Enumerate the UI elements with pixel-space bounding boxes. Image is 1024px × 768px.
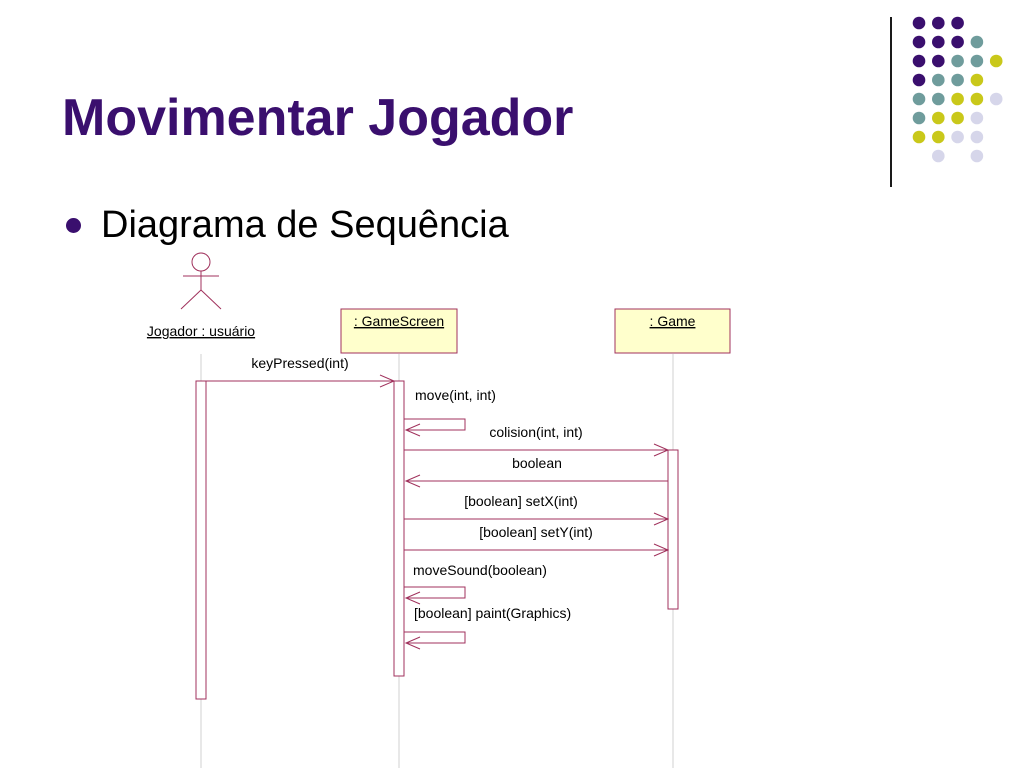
object-box-gamescreen (340, 308, 458, 354)
decor-dot (989, 92, 1003, 106)
decor-dot (951, 35, 964, 49)
actor-leg-right (200, 289, 222, 310)
decor-dot (932, 130, 945, 144)
decor-dot (970, 35, 984, 49)
decor-dot (989, 54, 1003, 68)
activation-actor (195, 380, 207, 700)
self-message-loop (404, 418, 466, 431)
decor-dot (951, 92, 964, 106)
decor-dot (912, 54, 926, 68)
decor-dot (932, 16, 945, 30)
message-label: boolean (512, 455, 562, 471)
activation-game (667, 449, 679, 610)
arrow-head (404, 474, 421, 488)
decor-dot (912, 73, 926, 87)
message-label: [boolean] paint(Graphics) (414, 605, 571, 621)
decor-dot (932, 92, 945, 106)
decor-dot (951, 54, 964, 68)
decor-dot (951, 16, 964, 30)
decor-dot (951, 73, 964, 87)
decor-dot (912, 16, 926, 30)
message-label: move(int, int) (415, 387, 496, 403)
decor-dot (912, 92, 926, 106)
decor-dot (932, 111, 945, 125)
arrow-head (379, 374, 396, 388)
arrow-head (404, 423, 421, 437)
vertical-divider (890, 17, 892, 187)
bullet-text: Diagrama de Sequência (101, 203, 509, 246)
message-label: colision(int, int) (489, 424, 582, 440)
object-label-gamescreen: : GameScreen (354, 313, 444, 329)
bullet-item: Diagrama de Sequência (66, 200, 509, 250)
decor-dot (912, 130, 926, 144)
decor-dot (970, 130, 984, 144)
actor-label: Jogador : usuário (147, 323, 255, 339)
self-message-loop (404, 631, 466, 644)
arrow-head (404, 591, 421, 605)
bullet-dot-icon (66, 217, 81, 233)
object-box-game (614, 308, 731, 354)
arrow-head (404, 636, 421, 650)
actor-leg-left (180, 289, 202, 310)
decor-dot (932, 73, 945, 87)
decorative-dot-grid (912, 16, 1003, 163)
decor-dot (912, 111, 926, 125)
decor-dot (970, 111, 984, 125)
decor-dot (951, 130, 964, 144)
decor-dot (970, 149, 984, 163)
decor-dot (912, 35, 926, 49)
actor-head (191, 252, 211, 272)
arrow-head (653, 443, 670, 457)
activation-gamescreen (393, 380, 405, 677)
decor-dot (932, 54, 945, 68)
message-label: keyPressed(int) (251, 355, 348, 371)
decor-dot (932, 35, 945, 49)
self-message-loop (404, 586, 466, 599)
message-label: [boolean] setY(int) (479, 524, 593, 540)
object-label-game: : Game (650, 313, 696, 329)
decor-dot (970, 73, 984, 87)
message-label: moveSound(boolean) (413, 562, 547, 578)
decor-dot (951, 111, 964, 125)
arrow-head (653, 543, 670, 557)
decor-dot (932, 149, 945, 163)
message-label: [boolean] setX(int) (464, 493, 578, 509)
slide-title: Movimentar Jogador (62, 89, 574, 147)
decor-dot (970, 92, 984, 106)
decor-dot (970, 54, 984, 68)
arrow-head (653, 512, 670, 526)
